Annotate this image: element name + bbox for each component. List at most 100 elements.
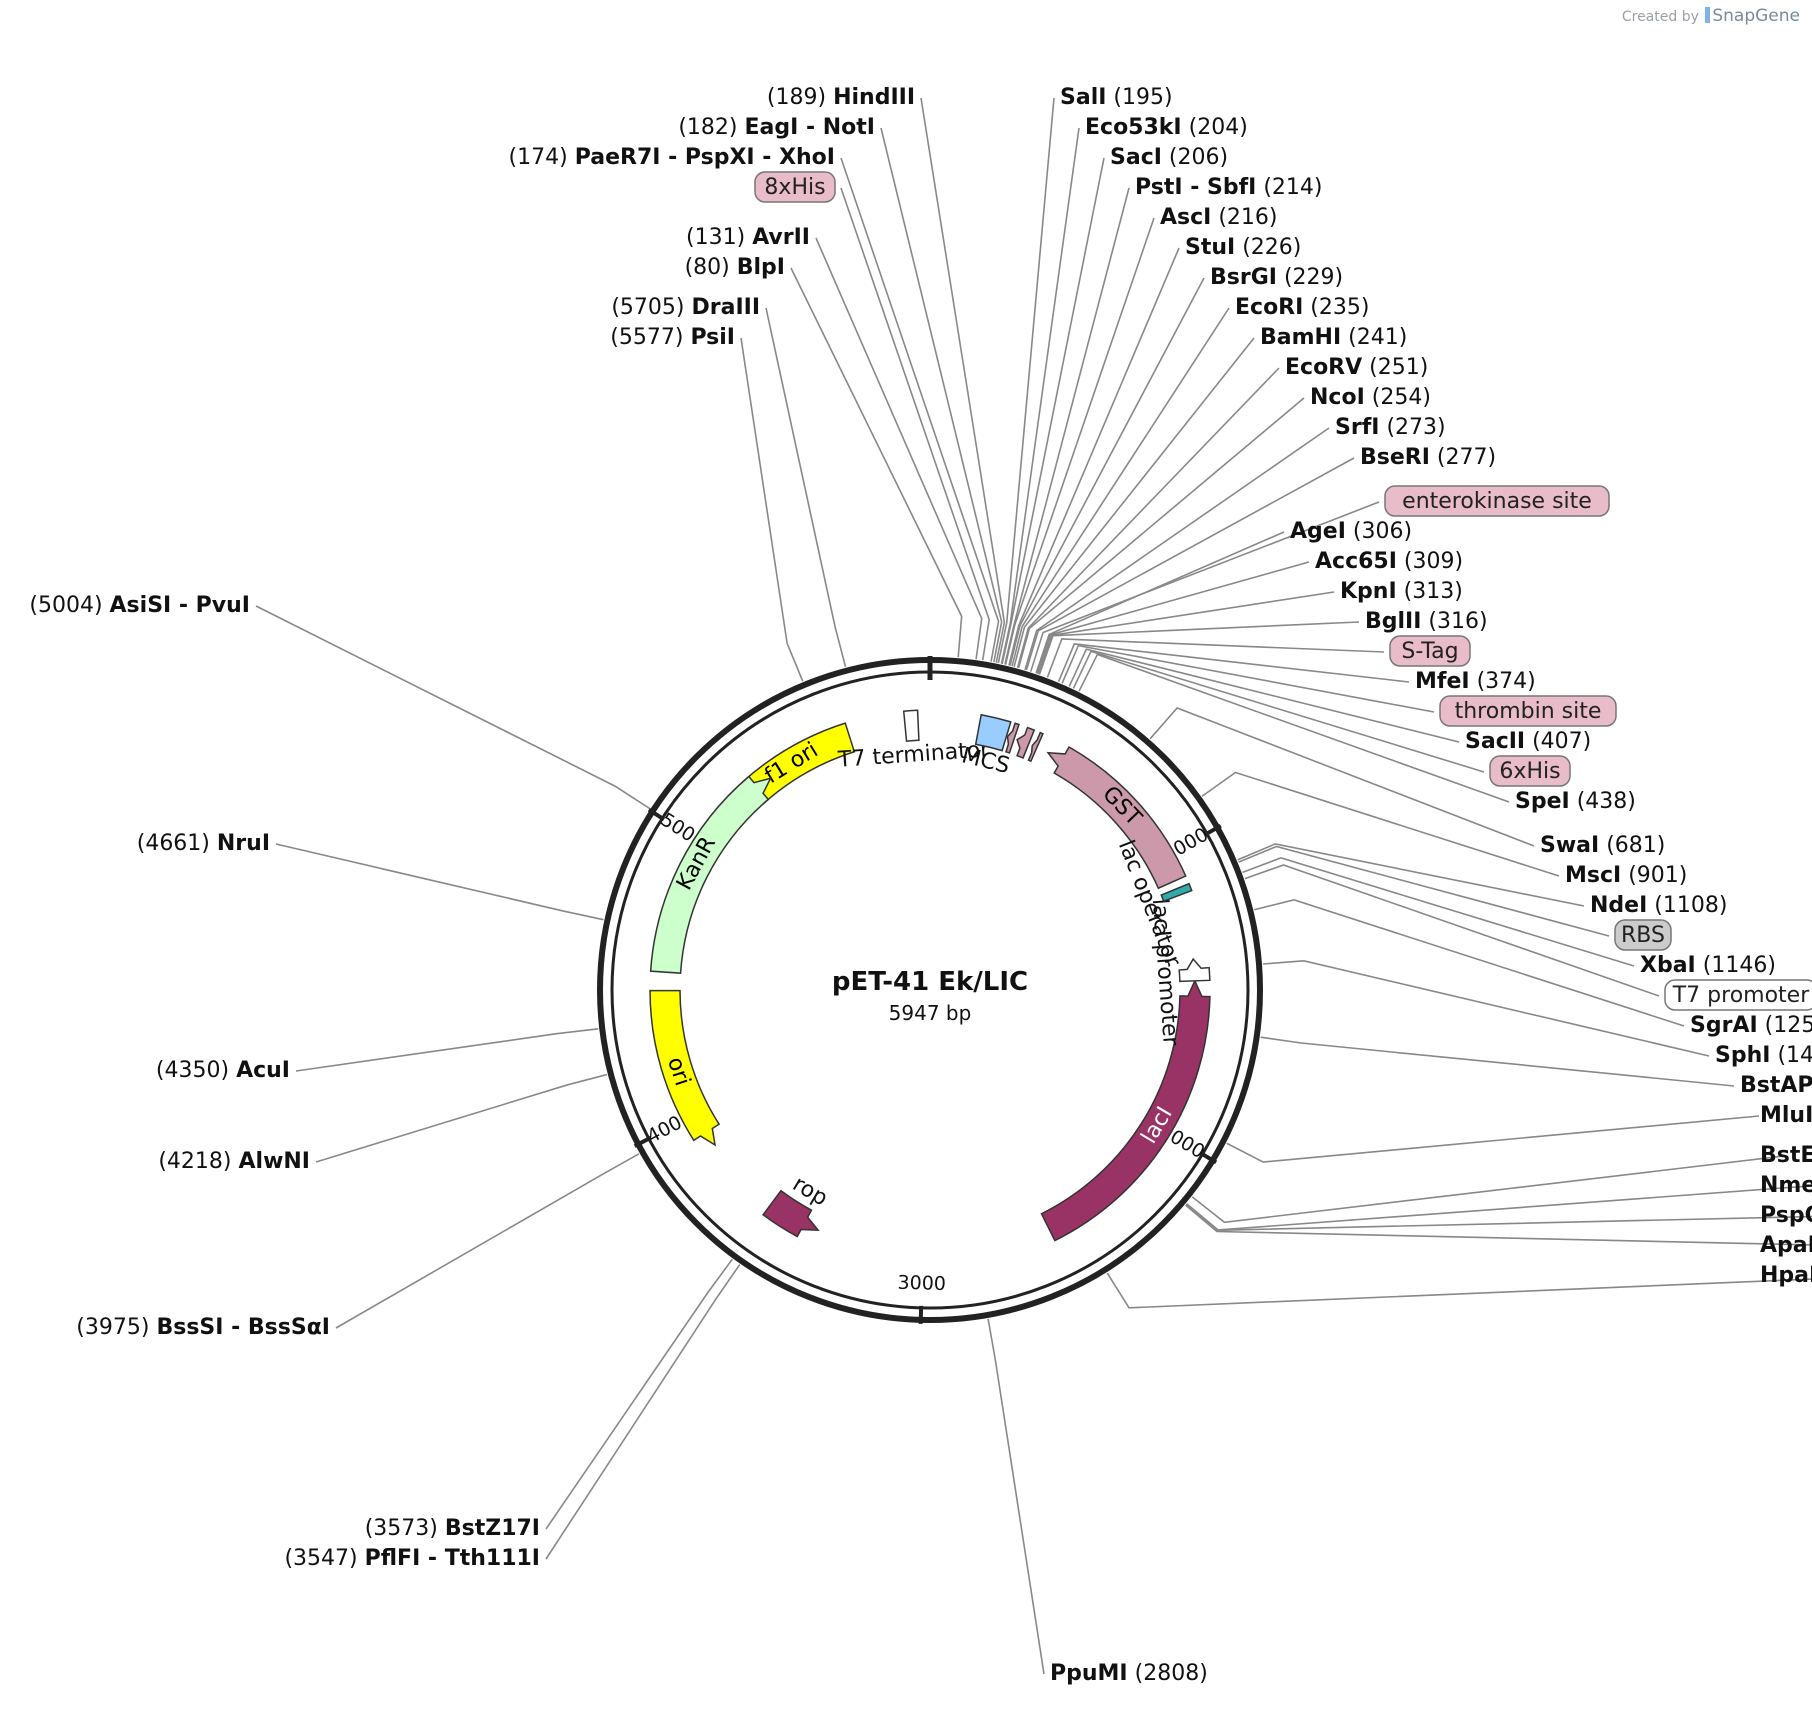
center-title: pET-41 Ek/LIC 5947 bp [832,967,1028,1025]
site-thrombin-site: thrombin site [1439,695,1617,727]
site-agei: AgeI (306) [1290,519,1412,544]
leader-acui-52 [295,1028,599,1072]
site-swai: SwaI (681) [1540,833,1665,858]
tag-label-6xhis: 6xHis [1499,759,1560,784]
site-label-bseri: BseRI (277) [1360,445,1496,470]
tag-label-rbs: RBS [1621,923,1665,948]
site-label-asisi-pvui: (5004) AsiSI - PvuI [29,593,250,618]
site-ecori: EcoRI (235) [1235,295,1369,320]
site-pflfi-tth111i: (3547) PflFI - Tth111I [284,1546,540,1571]
leader-nrui-53 [275,843,604,921]
site-blpi: (80) BlpI [685,255,785,280]
tag-box-rbs [1614,919,1672,951]
leader-xbai-36 [1242,857,1635,967]
tag-label-s-tag: S-Tag [1401,639,1458,664]
leader-kpni-24 [1037,591,1335,675]
site-sacii: SacII (407) [1465,729,1591,754]
site-saci: SacI (206) [1110,145,1228,170]
leader-apai-45 [1185,1204,1812,1246]
site-alwni: (4218) AlwNI [158,1149,310,1174]
site-msci: MscI (901) [1565,863,1687,888]
site-leader-lines [255,97,1812,1675]
leader-spei-31 [1078,653,1510,803]
site-bstapi: BstAPI (1621) [1740,1073,1812,1098]
leader-thrombin-site-28 [1061,644,1435,713]
tag-label-t7-promoter: T7 promoter [1672,983,1810,1008]
leader-sali-8 [997,97,1055,664]
site-label-stui: StuI (226) [1185,235,1301,260]
site-label-ndei: NdeI (1108) [1590,893,1727,918]
site-label-ecorv: EcoRV (251) [1285,355,1428,380]
leader-draiii-6 [765,307,847,668]
site-label-spei: SpeI (438) [1515,789,1636,814]
site-bsrgi: BsrGI (229) [1210,265,1343,290]
site-label-bsrgi: BsrGI (229) [1210,265,1343,290]
leader-bsteii-42 [1191,1155,1785,1224]
leader-bstz17i-49 [545,1258,733,1530]
leader-ecorv-17 [1016,367,1280,668]
tag-box-6xhis [1489,755,1571,787]
leader-enterokinase-site-21 [1029,501,1380,672]
feature-ori [649,989,721,1147]
leader-s-tag-26 [1046,638,1385,678]
feature-gst [1046,745,1187,890]
leader-pflfi-tth111i-48 [545,1264,741,1560]
site-label-psti-sbfi: PstI - SbfI (214) [1135,175,1323,200]
leader-agei-22 [1035,531,1285,674]
tag-label-thrombin-site: thrombin site [1455,699,1602,724]
site-sgrai: SgrAI (1257) [1690,1013,1812,1038]
site-ndei: NdeI (1108) [1590,893,1727,918]
site-label-sgrai: SgrAI (1257) [1690,1013,1812,1038]
tag-box-t7-promoter [1664,979,1812,1011]
leader-psti-sbfi-11 [1004,187,1130,665]
site-label-asci: AscI (216) [1160,205,1278,230]
site-label-pspomi: PspOMI (2145) [1760,1203,1812,1228]
site-bamhi: BamHI (241) [1260,325,1407,350]
leader-sgrai-38 [1254,899,1685,1027]
leader-ncoi-18 [1017,397,1305,669]
leader-mlui-41 [1226,1115,1760,1163]
site-mlui: MluI (1938) [1760,1103,1812,1128]
site-bstz17i: (3573) BstZ17I [365,1516,540,1541]
tick-mark-2000 [1199,1151,1218,1165]
leader-acc65i-23 [1036,561,1310,674]
site-label-draiii: (5705) DraIII [611,295,760,320]
site-srfi: SrfI (273) [1335,415,1446,440]
site-spei: SpeI (438) [1515,789,1636,814]
site-6xhis: 6xHis [1489,755,1571,787]
site-sali: SalI (195) [1060,85,1173,110]
leader-bsssi-bsss-i-50 [335,1153,640,1329]
site-label-sali: SalI (195) [1060,85,1173,110]
site-label-saci: SacI (206) [1110,145,1228,170]
leader-paer7i-pspxi-xhoi-2 [840,157,1000,662]
site-xbai: XbaI (1146) [1640,953,1776,978]
site-label-bsteii: BstEII (2119) [1760,1143,1812,1168]
tag-box-s-tag [1389,635,1471,667]
site-label-hpai: HpaI (2444) [1760,1263,1812,1288]
site-label-alwni: (4218) AlwNI [158,1149,310,1174]
site-t7-promoter: T7 promoter [1664,979,1812,1011]
leader-avrii-4 [815,237,983,660]
site-psii: (5577) PsiI [610,325,735,350]
tick-mark-4000 [633,1135,652,1148]
site-s-tag: S-Tag [1389,635,1471,667]
leader-psii-7 [740,337,804,682]
site-ncoi: NcoI (254) [1310,385,1431,410]
snapgene-watermark: Created by SnapGene [1622,6,1800,26]
leader-srfi-19 [1024,427,1330,671]
leader-sacii-29 [1068,648,1460,743]
site-label-mlui: MluI (1938) [1760,1103,1812,1128]
site-sphi: SphI (1413) [1715,1043,1812,1068]
site-label-pflfi-tth111i: (3547) PflFI - Tth111I [284,1546,540,1571]
snapgene-logo-icon [1705,7,1711,23]
site-label-avrii: (131) AvrII [686,225,810,250]
leader-stui-13 [1008,247,1180,666]
plasmid-size: 5947 bp [889,1001,972,1025]
site-stui: StuI (226) [1185,235,1301,260]
leader-ecori-15 [1011,307,1230,667]
site-label-bstz17i: (3573) BstZ17I [365,1516,540,1541]
site-bglii: BglII (316) [1365,609,1488,634]
site-nmeaiii: NmeAIII (2144) [1760,1173,1812,1198]
leader-ppumi-47 [987,1318,1045,1675]
site-nrui: (4661) NruI [137,831,270,856]
